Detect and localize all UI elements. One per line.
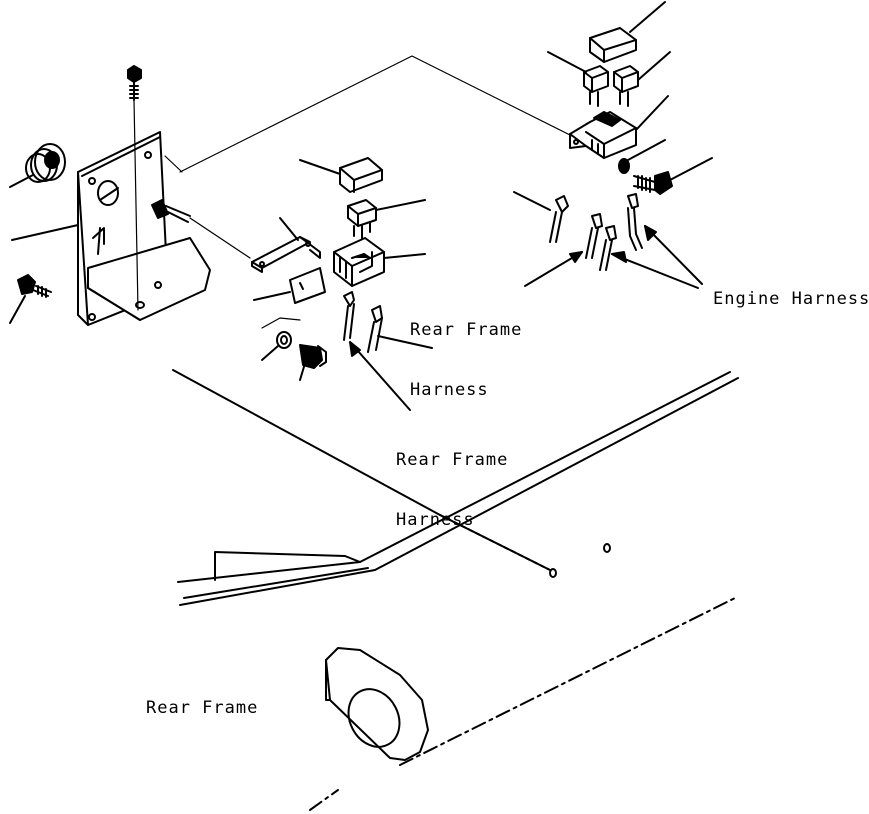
relay-right-b <box>614 52 670 106</box>
relay-bracket <box>252 218 320 272</box>
label-line: Harness <box>410 380 489 400</box>
label-line: Rear Frame <box>410 320 523 340</box>
plate-leader-line <box>12 225 78 240</box>
label-rear-frame-harness-top: Rear Frame Harness <box>410 280 522 420</box>
label-line: Harness <box>396 510 475 530</box>
side-bolt <box>10 275 51 323</box>
label-rear-frame: Rear Frame <box>146 698 259 718</box>
small-bracket <box>254 268 325 328</box>
relay-socket-right <box>570 96 668 158</box>
relay-socket-middle <box>334 238 425 286</box>
washer-bolt-right <box>619 140 712 194</box>
mounting-bracket-plate <box>78 132 210 325</box>
clip-bolt <box>152 200 250 258</box>
rear-frame-body <box>173 370 738 810</box>
washer-bolt-middle <box>262 332 326 380</box>
terminals-right <box>514 192 642 270</box>
relay-cover-middle <box>300 158 382 192</box>
pointer-arrows-right <box>525 226 702 288</box>
relay-right-a <box>548 52 608 106</box>
frame-boss <box>326 648 428 760</box>
relay-cover-right <box>590 2 665 62</box>
label-engine-harness: Engine Harness <box>713 289 869 309</box>
grommet <box>10 144 65 187</box>
terminals-middle <box>344 292 432 352</box>
relay-middle <box>348 200 425 238</box>
label-rear-frame-harness-bottom: Rear Frame Harness <box>396 410 508 550</box>
long-mounting-bolt <box>128 66 141 310</box>
pointer-arrow-rear-frame-harness-bottom <box>350 342 410 410</box>
label-line: Rear Frame <box>396 450 509 470</box>
reference-line-top <box>180 56 572 172</box>
reference-line-left <box>165 156 182 172</box>
